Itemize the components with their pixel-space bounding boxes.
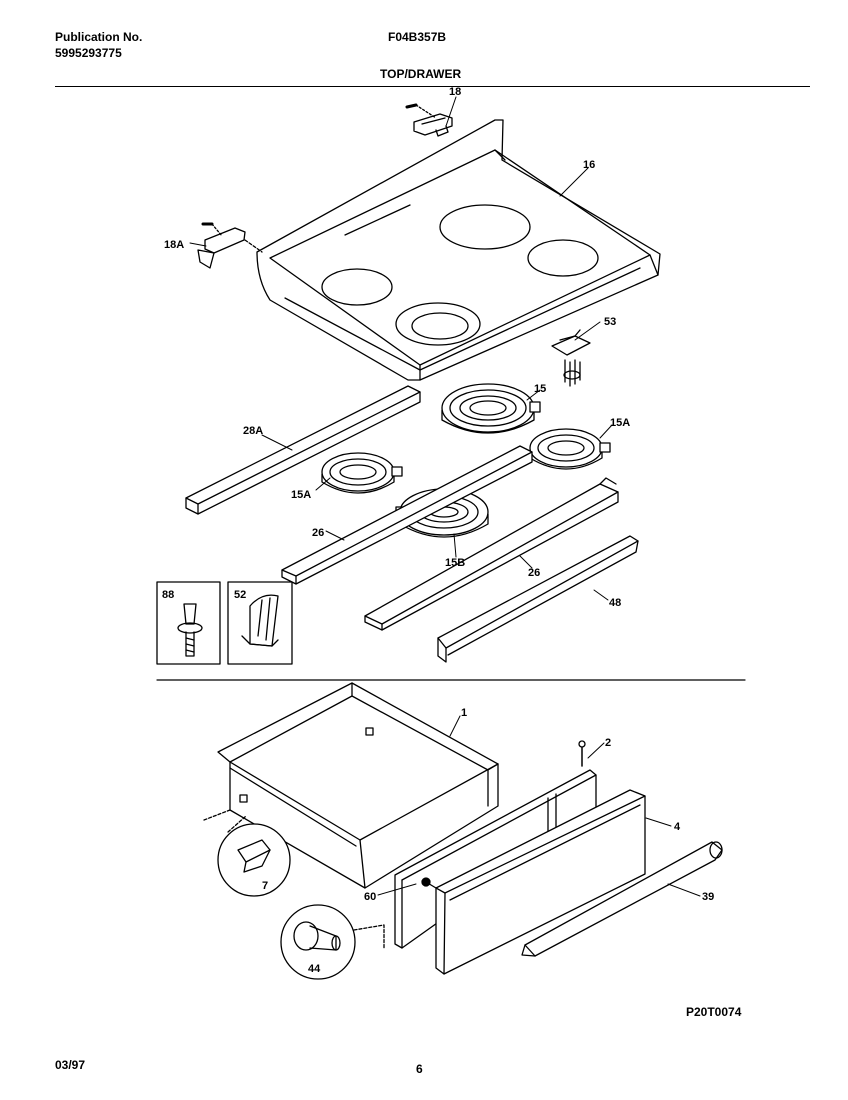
label-part-44: 44 bbox=[308, 963, 321, 975]
label-part-60: 60 bbox=[364, 891, 376, 903]
label-part-15B: 15B bbox=[445, 557, 465, 569]
label-part-4: 4 bbox=[674, 821, 681, 833]
model-number: F04B357B bbox=[388, 30, 447, 44]
revision-date: 03/97 bbox=[55, 1058, 86, 1072]
label-part-18A: 18A bbox=[164, 239, 184, 251]
leader-lines bbox=[189, 96, 701, 897]
publication-label: Publication No. bbox=[55, 30, 143, 44]
label-part-53: 53 bbox=[604, 316, 616, 328]
label-part-16: 16 bbox=[583, 159, 595, 171]
label-part-1: 1 bbox=[461, 707, 467, 719]
drawer-front-4 bbox=[435, 789, 646, 975]
cooktop-glass bbox=[256, 119, 661, 381]
label-part-7: 7 bbox=[262, 880, 268, 892]
element-15A-left bbox=[321, 452, 403, 494]
drawing-code: P20T0074 bbox=[686, 1005, 742, 1019]
element-15 bbox=[441, 383, 541, 434]
callout-7 bbox=[203, 809, 291, 897]
label-part-26-left: 26 bbox=[312, 527, 324, 539]
section-title: TOP/DRAWER bbox=[380, 67, 462, 81]
label-part-52: 52 bbox=[234, 589, 246, 601]
screw-60 bbox=[421, 877, 437, 889]
bracket-18A bbox=[197, 222, 263, 269]
inset-88 bbox=[156, 581, 221, 665]
handle-39 bbox=[521, 841, 723, 957]
label-part-39: 39 bbox=[702, 891, 714, 903]
label-part-15: 15 bbox=[534, 383, 546, 395]
label-part-88: 88 bbox=[162, 589, 174, 601]
label-part-2: 2 bbox=[605, 737, 611, 749]
header-divider bbox=[55, 86, 810, 87]
label-part-28A: 28A bbox=[243, 425, 263, 437]
label-part-48: 48 bbox=[609, 597, 621, 609]
bracket-18 bbox=[405, 103, 453, 137]
rail-28A bbox=[185, 385, 421, 515]
drawer-body-1 bbox=[217, 682, 499, 889]
rail-26-right bbox=[364, 477, 619, 631]
trim-48 bbox=[437, 535, 639, 663]
label-part-15A-right: 15A bbox=[610, 417, 630, 429]
terminal-block-53 bbox=[551, 329, 591, 387]
page-number: 6 bbox=[416, 1062, 423, 1076]
label-part-15A-left: 15A bbox=[291, 489, 311, 501]
inset-52 bbox=[227, 581, 293, 665]
rail-26-left bbox=[281, 445, 533, 585]
element-15A-right bbox=[529, 428, 611, 470]
callout-44 bbox=[280, 904, 385, 980]
label-part-26-right: 26 bbox=[528, 567, 540, 579]
publication-number: 5995293775 bbox=[55, 46, 122, 60]
label-part-18: 18 bbox=[449, 86, 461, 98]
